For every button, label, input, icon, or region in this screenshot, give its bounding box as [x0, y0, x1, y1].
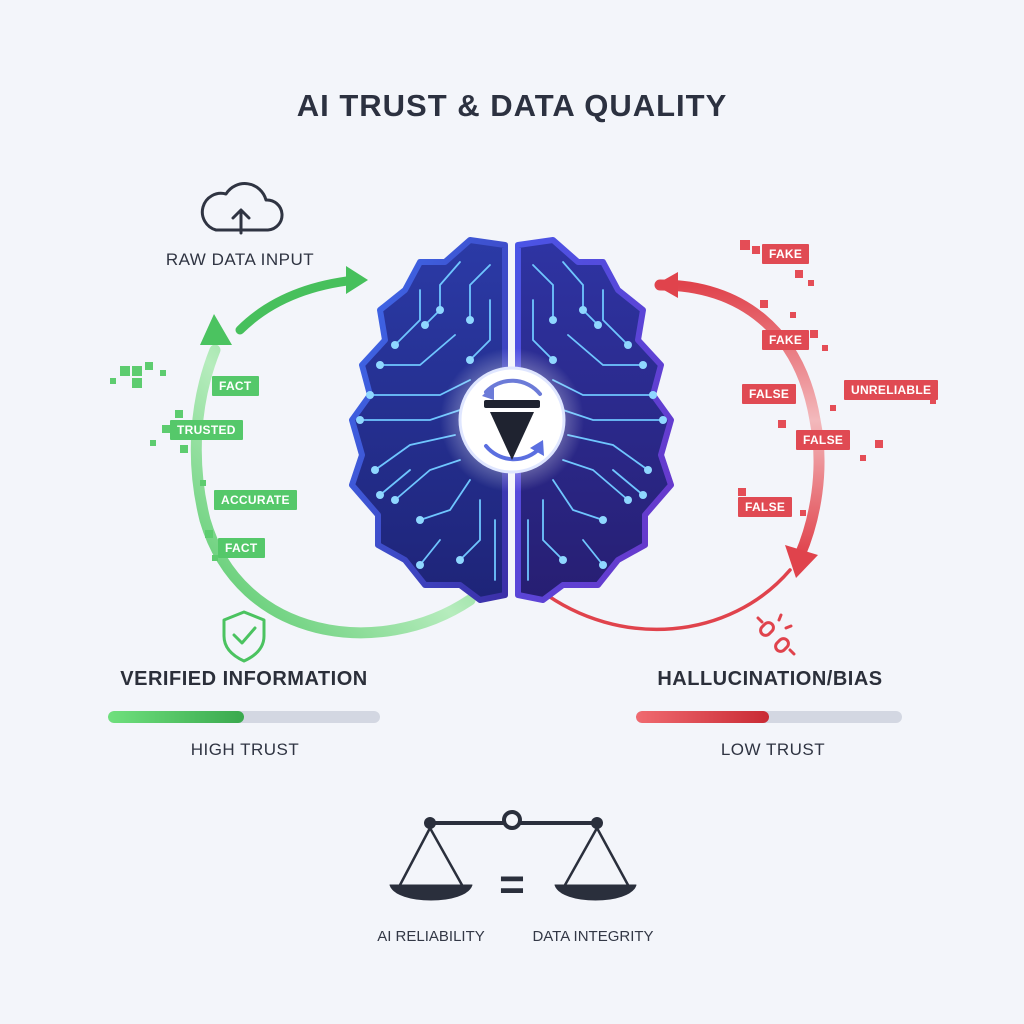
page-title: AI TRUST & DATA QUALITY — [296, 88, 728, 123]
shield-check-icon — [222, 610, 266, 663]
equals-sign: = — [499, 860, 525, 909]
cloud-upload-icon — [200, 182, 284, 235]
high-trust-label: HIGH TRUST — [190, 740, 300, 759]
broken-chain-icon — [756, 613, 796, 656]
tag-fake-2: FAKE — [762, 330, 810, 350]
filter-funnel-icon — [440, 348, 584, 492]
hallucination-bias-heading: HALLUCINATION/BIAS — [657, 668, 883, 690]
tag-false-2: FALSE — [796, 430, 851, 450]
low-trust-label: LOW TRUST — [720, 740, 826, 759]
tag-trusted: TRUSTED — [170, 420, 243, 440]
tag-false-1: FALSE — [742, 384, 797, 404]
verified-information-heading: VERIFIED INFORMATION — [120, 668, 368, 690]
high-trust-bar-fill — [108, 711, 244, 723]
circuit-lines-right — [527, 261, 664, 581]
raw-data-input-label: RAW DATA INPUT — [165, 250, 315, 269]
data-pixels-green — [110, 362, 218, 561]
hallucination-cycle-arc — [538, 272, 825, 632]
tag-fact-2: FACT — [218, 538, 265, 558]
tag-unreliable: UNRELIABLE — [844, 380, 939, 400]
tag-fact-1: FACT — [212, 376, 259, 396]
data-integrity-label: DATA INTEGRITY — [532, 928, 654, 945]
high-trust-bar — [108, 711, 380, 723]
tag-fake-1: FAKE — [762, 244, 810, 264]
low-trust-bar — [636, 711, 902, 723]
circuit-nodes-right — [549, 306, 667, 569]
balance-scale-icon — [389, 810, 637, 901]
tag-accurate: ACCURATE — [214, 490, 297, 510]
brain-left-hemisphere — [349, 237, 508, 603]
data-pixels-red — [738, 240, 936, 516]
low-trust-bar-fill — [636, 711, 769, 723]
ai-reliability-label: AI RELIABILITY — [377, 928, 485, 945]
brain-right-hemisphere — [515, 237, 674, 603]
tag-false-3: FALSE — [738, 497, 793, 517]
circuit-nodes-left — [356, 306, 474, 569]
